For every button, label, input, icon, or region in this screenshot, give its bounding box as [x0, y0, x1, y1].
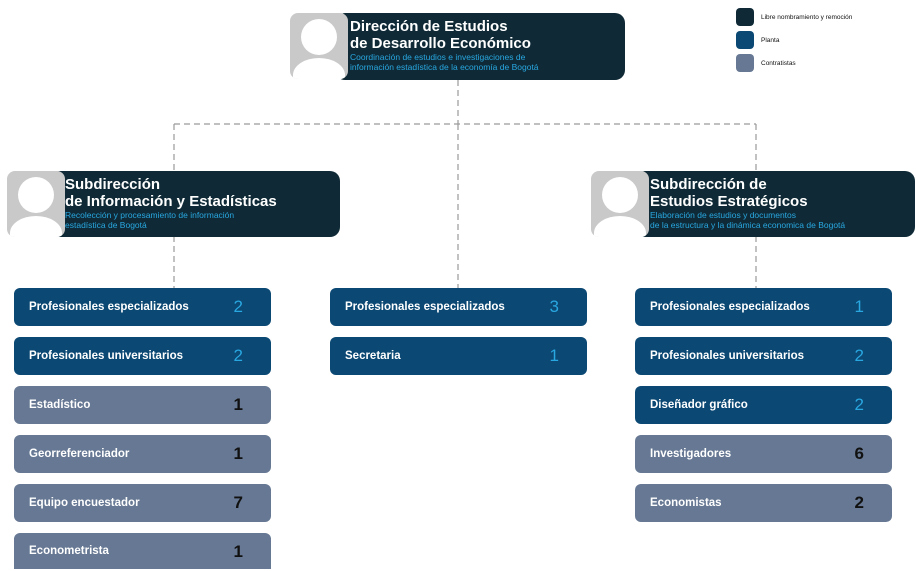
role-count: 7 [233, 493, 243, 512]
role-label: Investigadores [650, 448, 732, 460]
legend-swatch [736, 31, 754, 49]
legend-item-contratistas: Contratistas [736, 54, 796, 72]
role-box: Secretaria 1 [330, 337, 587, 375]
legend-item-libre: Libre nombramiento y remoción [736, 8, 852, 26]
direccion-desc-line1: Coordinación de estudios e investigacion… [350, 52, 526, 62]
legend-label: Libre nombramiento y remoción [761, 13, 853, 21]
sub-estrat-desc-line2: de la estructura y la dinámica economica… [650, 220, 846, 230]
direccion-node: Dirección de Estudios de Desarrollo Econ… [335, 13, 625, 80]
role-count: 1 [233, 444, 243, 463]
role-label: Profesionales universitarios [29, 350, 184, 362]
role-box: Economistas 2 [635, 484, 892, 522]
role-box: Equipo encuestador 7 [14, 484, 271, 522]
role-box: Diseñador gráfico 2 [635, 386, 892, 424]
direccion-desc-line2: información estadística de la economía d… [350, 62, 539, 72]
legend-item-planta: Planta [736, 31, 779, 49]
role-label: Secretaria [345, 350, 401, 362]
role-count: 1 [233, 542, 243, 561]
sub-estrat-node: Subdirección de Estudios Estratégicos El… [635, 171, 915, 237]
role-count: 1 [233, 395, 243, 414]
role-box: Econometrista 1 [14, 533, 271, 569]
sub-info-desc-line1: Recolección y procesamiento de informaci… [65, 210, 235, 220]
role-label: Equipo encuestador [29, 497, 140, 509]
role-box: Profesionales universitarios 2 [14, 337, 271, 375]
legend-label: Contratistas [761, 59, 796, 67]
role-count: 1 [854, 297, 864, 316]
role-label: Profesionales especializados [29, 301, 189, 313]
avatar-placeholder-icon [290, 13, 348, 79]
role-box: Georreferenciador 1 [14, 435, 271, 473]
role-count: 2 [854, 395, 864, 414]
avatar-placeholder-icon [591, 171, 649, 237]
role-label: Profesionales especializados [650, 301, 810, 313]
role-label: Estadístico [29, 399, 91, 411]
role-label: Georreferenciador [29, 448, 130, 460]
role-label: Econometrista [29, 545, 109, 557]
legend-swatch [736, 54, 754, 72]
role-count: 6 [854, 444, 864, 463]
role-box: Profesionales especializados 1 [635, 288, 892, 326]
role-box: Profesionales universitarios 2 [635, 337, 892, 375]
role-box: Profesionales especializados 3 [330, 288, 587, 326]
role-count: 2 [233, 297, 243, 316]
role-label: Economistas [650, 497, 722, 509]
role-label: Profesionales universitarios [650, 350, 805, 362]
role-box: Profesionales especializados 2 [14, 288, 271, 326]
sub-info-desc-line2: estadística de Bogotá [65, 220, 147, 230]
direccion-title-line1: Dirección de Estudios [350, 18, 508, 35]
role-label: Profesionales especializados [345, 301, 505, 313]
sub-estrat-title-line2: Estudios Estratégicos [650, 193, 808, 210]
role-count: 2 [854, 346, 864, 365]
direccion-title-line2: de Desarrollo Económico [350, 35, 531, 52]
legend-label: Planta [761, 36, 780, 44]
sub-info-title-line1: Subdirección [65, 176, 161, 193]
legend-swatch [736, 8, 754, 26]
sub-info-node: Subdirección de Información y Estadístic… [50, 171, 340, 237]
role-count: 1 [549, 346, 559, 365]
role-count: 2 [233, 346, 243, 365]
role-count: 3 [549, 297, 559, 316]
role-count: 2 [854, 493, 864, 512]
sub-info-title-line2: de Información y Estadísticas [65, 193, 277, 210]
role-box: Investigadores 6 [635, 435, 892, 473]
avatar-placeholder-icon [7, 171, 65, 237]
role-label: Diseñador gráfico [650, 399, 748, 411]
role-box: Estadístico 1 [14, 386, 271, 424]
sub-estrat-desc-line1: Elaboración de estudios y documentos [650, 210, 797, 220]
sub-estrat-title-line1: Subdirección de [650, 176, 767, 193]
